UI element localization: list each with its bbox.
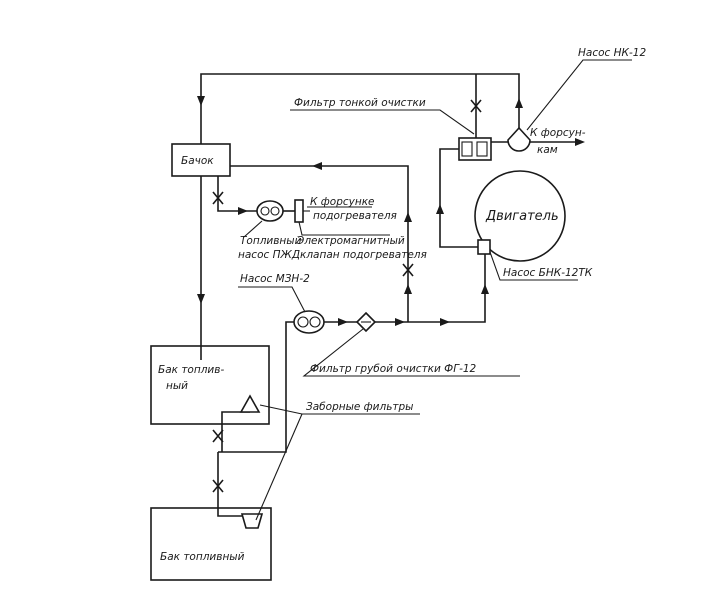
intake-filter-leader-2 — [255, 413, 303, 521]
arrow-up-fine-filter — [436, 204, 444, 214]
arrow-right-main-feed — [395, 318, 405, 326]
fuel-tank-1-label-line1: Бак топлив- — [158, 364, 224, 376]
pump-bnk-leader — [489, 251, 578, 281]
solenoid-valve-symbol — [294, 199, 304, 223]
line-bachok-down — [217, 176, 258, 212]
intake-filter-2 — [240, 513, 264, 529]
coarse-filter-leader — [302, 328, 520, 377]
valve-return — [402, 263, 414, 277]
pump-mzn-gear-1 — [297, 316, 309, 328]
line-suction — [218, 321, 294, 453]
intake-filter-1 — [239, 394, 261, 413]
pump-mzn-leader — [238, 286, 306, 313]
to-injectors-label-1: К форсун- — [530, 127, 586, 139]
fuel-tank-1-label-line2: ный — [166, 380, 188, 392]
fuel-tank-2-label: Бак топливный — [160, 551, 245, 563]
pump-mzn-label: Насос МЗН-2 — [240, 273, 310, 285]
fine-filter-label: Фильтр тонкой очистки — [294, 97, 426, 109]
pump-bnk-symbol — [477, 239, 491, 255]
valve-tank2 — [212, 479, 224, 493]
pump-nk12-symbol — [507, 126, 531, 152]
to-injectors-label-2: кам — [537, 144, 558, 156]
valve-fine-filter — [470, 99, 482, 113]
to-heater-injector-label-1: К форсунке — [310, 196, 375, 208]
line-tank2-suction — [217, 452, 243, 517]
pzhd-leader — [243, 220, 263, 238]
arrow-left-return — [312, 162, 322, 170]
coarse-filter-label: Фильтр грубой очистки ФГ-12 — [310, 363, 477, 375]
engine-circle — [474, 170, 566, 262]
arrow-up-right-top — [515, 98, 523, 108]
line-fine-filter-left — [439, 148, 482, 248]
arrow-up-return-2 — [404, 284, 412, 294]
arrow-right-main-feed-2 — [440, 318, 450, 326]
fine-filter-leader — [290, 109, 475, 135]
pump-bnk-label: Насос БНК-12ТК — [503, 267, 593, 279]
intake-filters-label: Заборные фильтры — [306, 401, 413, 413]
fine-filter-body — [458, 137, 492, 161]
pump-nk12-leader — [526, 59, 632, 131]
tank-small-label: Бачок — [181, 155, 214, 167]
valve-bachok — [212, 191, 224, 205]
arrow-right-to-filter — [338, 318, 348, 326]
fuel-pump-pzhd-label-2: насос ПЖД — [238, 249, 300, 261]
arrow-down-to-tank1 — [197, 294, 205, 304]
pump-pzhd-gear-2 — [270, 206, 280, 216]
line-top-loop — [200, 73, 520, 144]
arrow-right-to-injectors — [575, 138, 585, 146]
valve-tank1 — [212, 429, 224, 443]
arrow-down-left-top — [197, 96, 205, 106]
pump-pzhd-gear-1 — [260, 206, 270, 216]
solenoid-valve-label-2: клапан подогревателя — [300, 249, 427, 261]
solenoid-valve-label-1: Электромагнитный — [296, 235, 405, 247]
to-heater-injector-label-2: подогревателя — [313, 210, 397, 222]
arrow-up-return-1 — [404, 212, 412, 222]
pump-nk12-label: Насос НК-12 — [578, 47, 646, 59]
pump-mzn-gear-2 — [309, 316, 321, 328]
fuel-pump-pzhd-label-1: Топливный — [240, 235, 302, 247]
arrow-right-pzhd — [238, 207, 248, 215]
solenoid-leader — [298, 221, 390, 236]
engine-label: Двигатель — [485, 209, 559, 224]
line-main-feed — [373, 254, 486, 323]
fine-filter-element-2 — [476, 141, 488, 157]
arrow-up-bnk — [481, 284, 489, 294]
fine-filter-element-1 — [461, 141, 473, 157]
